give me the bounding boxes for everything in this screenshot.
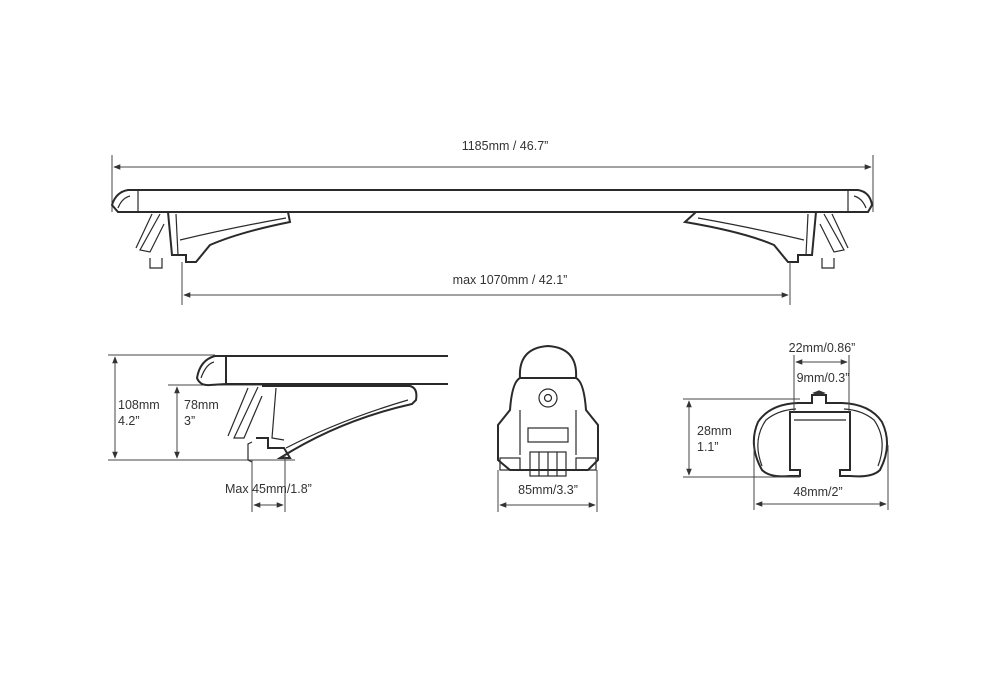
total-height-in-label: 4.2” [118, 414, 140, 428]
foot-width-label: 85mm/3.3” [518, 483, 578, 497]
foot-pad [518, 344, 578, 379]
slot-inner-label: 9mm/0.3” [797, 371, 850, 385]
foot-height-mm-label: 78mm [184, 398, 219, 412]
foot-front-view: 85mm/3.3” [497, 344, 599, 512]
right-foot [682, 211, 849, 269]
slot-outer-label: 22mm/0.86” [789, 341, 856, 355]
bar-profile-view: 22mm/0.86” 9mm/0.3” 28mm 1.1” 48mm/2” [683, 341, 889, 510]
full-bar-view: 1185mm / 46.7” max 1070mm / 42.1” [110, 139, 874, 305]
overall-length-label: 1185mm / 46.7” [462, 139, 549, 153]
side-view: 108mm 4.2” 78mm 3” Max 45mm/1.8” [108, 354, 448, 512]
lock-icon [538, 388, 558, 408]
foot-spacing-label: max 1070mm / 42.1” [453, 273, 568, 287]
left-foot [135, 211, 292, 269]
clamp-width-label: Max 45mm/1.8” [225, 482, 312, 496]
side-bar [195, 355, 448, 387]
profile-height-mm-label: 28mm [697, 424, 732, 438]
total-height-mm-label: 108mm [118, 398, 160, 412]
crossbar [110, 189, 874, 213]
bar-profile [752, 394, 888, 478]
foot-height-in-label: 3” [184, 414, 195, 428]
profile-width-label: 48mm/2” [793, 485, 842, 499]
profile-height-in-label: 1.1” [697, 440, 719, 454]
